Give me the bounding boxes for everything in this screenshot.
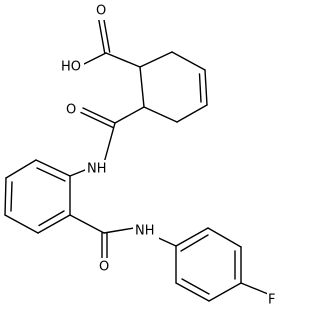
label-backdrop-acid-o xyxy=(94,2,108,20)
amide2-nh-label: NH xyxy=(135,224,155,239)
bond-amide1-co-a xyxy=(82,107,116,124)
bond-benz1-2 xyxy=(5,159,37,179)
bond-benz1-1 xyxy=(35,159,71,177)
bond-benz1-1-inner xyxy=(36,167,66,182)
label-backdrop-amide1-nh xyxy=(85,160,111,178)
structure-diagram: HO O O NH O NH F xyxy=(4,2,279,309)
bond-benz2-4 xyxy=(208,282,242,302)
label-backdrop-f xyxy=(267,291,279,309)
bond-ring-5 xyxy=(143,106,178,123)
fluorine-label: F xyxy=(268,293,275,308)
bond-acid-c-ring xyxy=(105,52,141,68)
bond-acid-c-oh xyxy=(79,52,107,67)
label-backdrop-amide2-nh xyxy=(133,222,159,240)
bond-amide1-co-b xyxy=(80,111,114,129)
bond-amide1-n-aryl xyxy=(69,169,86,177)
bond-ring-6 xyxy=(139,66,145,108)
bond-benz2-1 xyxy=(175,227,209,247)
bond-ring-1 xyxy=(139,51,173,68)
bond-ring-3 xyxy=(204,69,208,106)
bond-amide1-c-n xyxy=(103,122,116,164)
bond-benz2-5 xyxy=(175,282,210,302)
bond-ring-3-inner xyxy=(198,73,202,103)
bond-benz1-5-inner xyxy=(38,210,65,227)
molecule-canvas: HO O O NH O NH F xyxy=(4,2,279,309)
bond-amide2-aryl-c xyxy=(69,214,105,234)
bond-amide1-ring-c xyxy=(114,106,145,124)
acid-oxygen-label: O xyxy=(96,4,106,19)
bond-benz1-4 xyxy=(4,214,39,234)
atom-label-layer: HO O O NH O NH F xyxy=(60,2,279,309)
bond-ring-4 xyxy=(176,104,208,123)
amide1-nh-label: NH xyxy=(87,162,107,177)
hydroxyl-label: HO xyxy=(61,60,81,75)
bond-benz1-5 xyxy=(37,214,71,234)
bond-amide2-c-n xyxy=(103,227,135,234)
label-backdrop-amide1-o xyxy=(64,101,80,119)
bond-acid-co-double-a xyxy=(97,17,106,54)
bond-benz1-3 xyxy=(4,177,7,216)
bond-benz2-1-inner xyxy=(180,234,209,252)
label-backdrop-ho xyxy=(60,57,84,75)
label-backdrop-amide2-o xyxy=(97,258,113,276)
bond-acid-co-double-b xyxy=(102,16,111,53)
bond-benz2-5-inner xyxy=(181,278,210,295)
bond-ring-2 xyxy=(171,51,206,71)
bond-c-f xyxy=(240,282,269,295)
bond-benz2-2 xyxy=(207,227,242,248)
amide1-oxygen-label: O xyxy=(66,103,76,118)
amide2-oxygen-label: O xyxy=(99,260,109,275)
bond-layer xyxy=(4,16,269,302)
bond-benz1-3-inner xyxy=(10,181,13,212)
